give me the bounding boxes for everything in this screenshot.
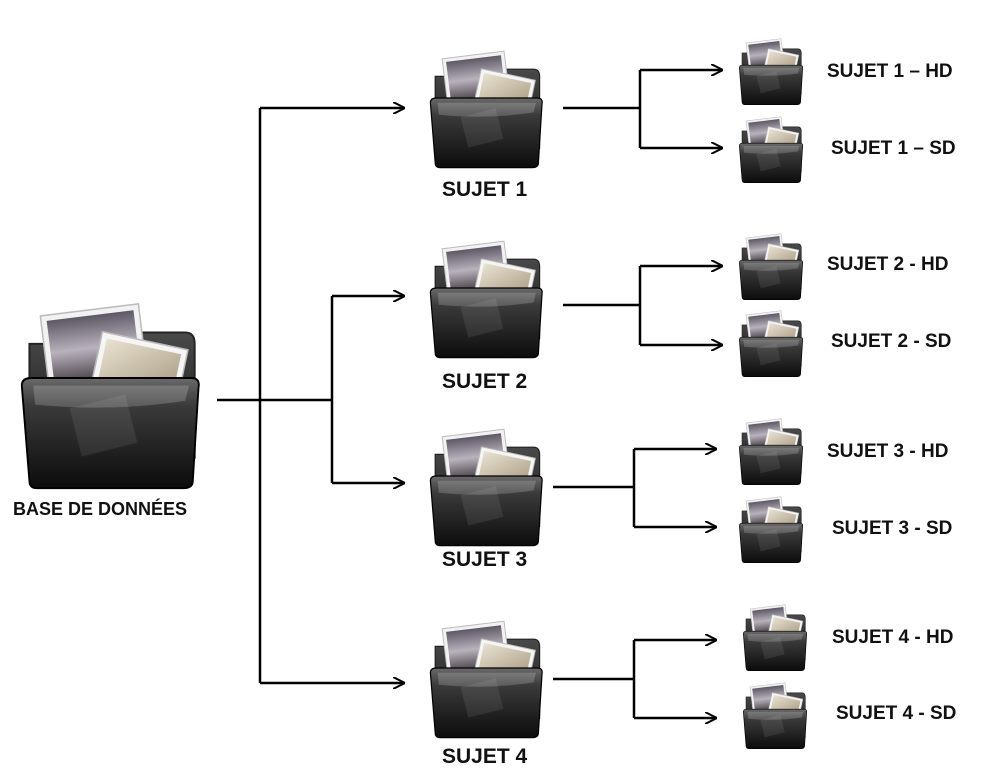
sujet-3-sd-folder-icon xyxy=(739,496,804,563)
sujet-3-sd-label: SUJET 3 - SD xyxy=(832,518,953,539)
root-folder-icon xyxy=(20,303,200,490)
sujet-3-folder-icon xyxy=(429,428,543,547)
connector-sujet-1-stem xyxy=(563,70,642,148)
connector-sujet-3-stem xyxy=(553,449,636,527)
sujet-3-hd-folder-icon xyxy=(739,418,804,485)
sujet-2-sd-label: SUJET 2 - SD xyxy=(831,331,952,352)
connector-sujet-4-stem xyxy=(553,640,636,718)
sujet-4-label: SUJET 4 xyxy=(442,745,528,768)
sujet-2-hd-folder-icon xyxy=(739,233,804,300)
sujet-4-sd-folder-icon xyxy=(743,682,808,749)
sujet-1-sd-folder-icon xyxy=(739,116,804,183)
sujet-4-folder-icon xyxy=(429,620,543,739)
sujet-3-label: SUJET 3 xyxy=(442,548,528,571)
sujet-1-label: SUJET 1 xyxy=(442,178,528,201)
sujet-1-hd-folder-icon xyxy=(739,38,804,105)
sujet-4-hd-folder-icon xyxy=(743,604,808,671)
sujet-2-hd-label: SUJET 2 - HD xyxy=(827,254,949,275)
sujet-1-folder-icon xyxy=(429,50,543,169)
sujet-2-label: SUJET 2 xyxy=(442,370,528,393)
sujet-2-folder-icon xyxy=(429,240,543,359)
root-label: BASE DE DONNÉES xyxy=(13,499,188,519)
sujet-1-hd-label: SUJET 1 – HD xyxy=(827,61,953,82)
sujet-1-sd-label: SUJET 1 – SD xyxy=(831,138,956,159)
sujet-2-sd-folder-icon xyxy=(739,310,804,377)
connector-sujet-2-stem xyxy=(563,266,642,345)
sujet-4-hd-label: SUJET 4 - HD xyxy=(832,627,954,648)
sujet-4-sd-label: SUJET 4 - SD xyxy=(836,703,957,724)
sujet-3-hd-label: SUJET 3 - HD xyxy=(827,441,949,462)
